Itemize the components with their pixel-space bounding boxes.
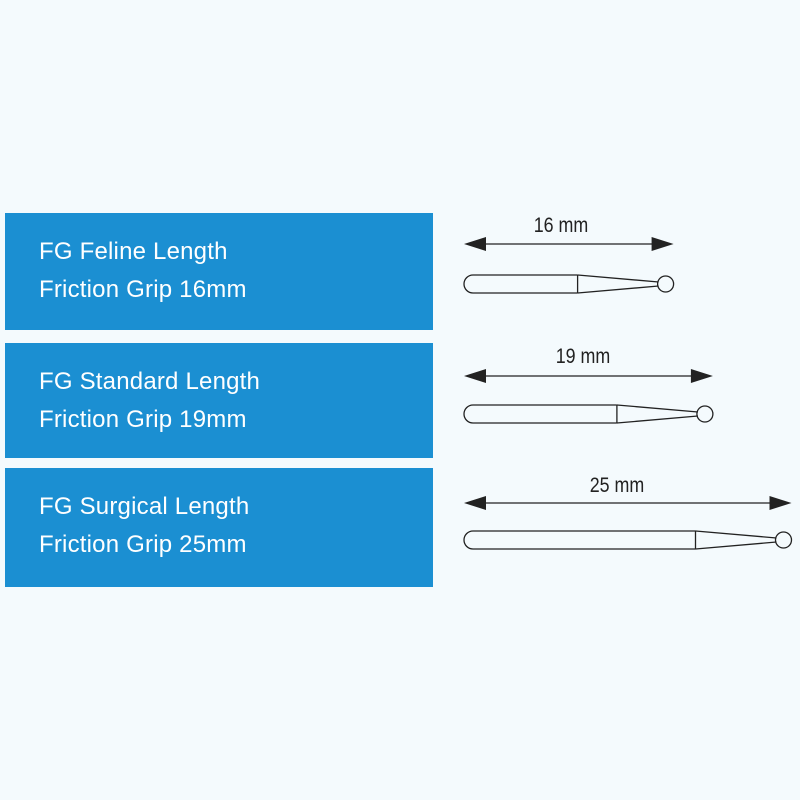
arrowhead-left-icon: [464, 237, 486, 251]
bur-neck-bottom: [695, 541, 777, 550]
bur-shank: [463, 404, 617, 424]
dimension-label-16mm: 16 mm: [533, 214, 589, 237]
bur-neck-top: [577, 274, 659, 283]
arrowhead-right-icon: [769, 496, 792, 510]
bur-panel-standard: FG Standard Length Friction Grip 19mm: [5, 343, 433, 458]
bur-neck-top: [695, 530, 777, 539]
bur-shank: [463, 274, 578, 294]
panel-title: FG Feline Length: [39, 238, 228, 265]
dimension-label-19mm: 19 mm: [555, 345, 611, 368]
bur-neck-bottom: [616, 415, 698, 424]
bur-panel-surgical: FG Surgical Length Friction Grip 25mm: [5, 468, 433, 587]
bur-neck-top: [616, 404, 698, 413]
panel-subtitle: Friction Grip 16mm: [39, 276, 247, 303]
bur-panel-feline: FG Feline Length Friction Grip 16mm: [5, 213, 433, 330]
panel-subtitle: Friction Grip 25mm: [39, 531, 247, 558]
panel-subtitle: Friction Grip 19mm: [39, 406, 247, 433]
dimension-label-25mm: 25 mm: [589, 474, 645, 497]
bur-head: [696, 405, 714, 423]
bur-shank: [463, 530, 696, 550]
arrowhead-left-icon: [464, 369, 486, 383]
bur-head: [656, 275, 675, 293]
bur-head: [774, 531, 793, 549]
arrowhead-right-icon: [651, 237, 674, 251]
bur-neck-bottom: [577, 285, 659, 294]
panel-title: FG Surgical Length: [39, 493, 250, 520]
arrowhead-left-icon: [464, 496, 486, 510]
arrowhead-right-icon: [690, 369, 713, 383]
panel-title: FG Standard Length: [39, 368, 261, 395]
